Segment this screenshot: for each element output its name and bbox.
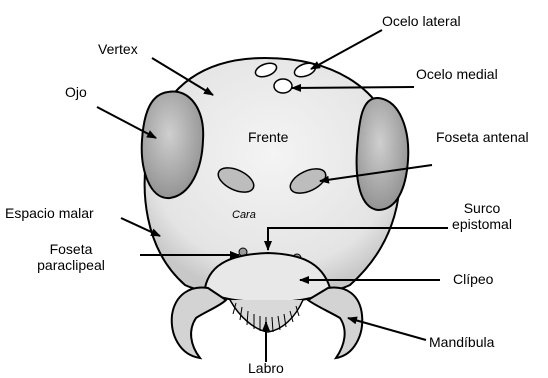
label-cara: Cara — [232, 207, 256, 223]
label-surco-epistomal-line2: epistomal — [440, 216, 524, 232]
label-vertex: Vertex — [98, 41, 138, 57]
label-foseta-antenal: Foseta antenal — [436, 129, 529, 145]
arrow-ocelo-medial — [292, 87, 414, 88]
label-ojo: Ojo — [65, 84, 87, 100]
label-mandibula: Mandíbula — [429, 334, 494, 350]
label-foseta-paraclipeal-line1: Foseta — [28, 241, 114, 257]
right-mandible — [308, 287, 362, 358]
label-espacio-malar: Espacio malar — [5, 205, 94, 221]
median-ocellus — [274, 79, 292, 93]
left-mandible — [172, 287, 226, 358]
arrow-ocelo-lateral — [311, 30, 382, 69]
label-clipeo: Clípeo — [453, 271, 493, 287]
right-compound-eye — [357, 98, 409, 210]
label-foseta-paraclipeal: Foseta paraclipeal — [28, 241, 114, 273]
label-surco-epistomal: Surco epistomal — [440, 200, 524, 232]
label-surco-epistomal-line1: Surco — [440, 200, 524, 216]
label-frente: Frente — [248, 129, 288, 145]
label-foseta-paraclipeal-line2: paraclipeal — [28, 257, 114, 273]
label-ocelo-lateral: Ocelo lateral — [382, 13, 461, 29]
label-ocelo-medial: Ocelo medial — [416, 66, 498, 82]
label-labro: Labro — [248, 360, 284, 376]
